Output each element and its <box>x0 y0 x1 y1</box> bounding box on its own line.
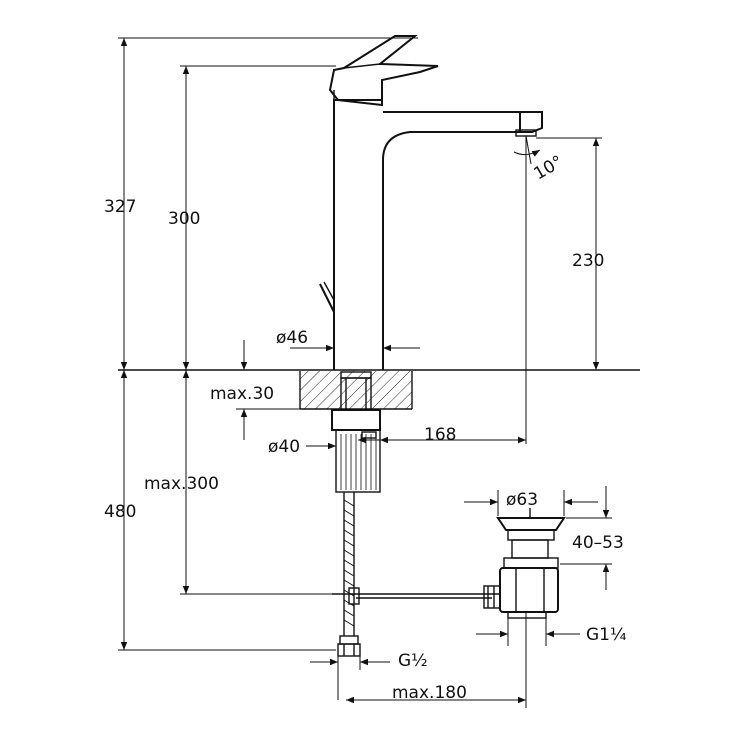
dim-label-168: 168 <box>424 425 456 445</box>
waste-drain <box>496 508 566 619</box>
faucet-body <box>333 90 543 370</box>
dimension-max30 <box>236 340 300 440</box>
dim-label-max30: max.30 <box>210 384 274 404</box>
dim-label-max300: max.300 <box>144 474 219 494</box>
dim-label-d63: ø63 <box>506 490 538 510</box>
dimension-230 <box>536 137 602 370</box>
dim-label-230: 230 <box>572 251 604 271</box>
dim-label-angle: 10° <box>531 152 567 184</box>
dimension-g12 <box>310 656 390 700</box>
dimension-d40 <box>306 436 410 450</box>
deck-surface <box>118 369 640 410</box>
faucet-lever <box>328 35 439 107</box>
dim-label-40-53: 40–53 <box>572 533 624 553</box>
dimension-327 <box>118 37 418 370</box>
dim-label-d46: ø46 <box>276 328 308 348</box>
dim-label-300: 300 <box>168 209 200 229</box>
dimension-d63 <box>464 490 598 516</box>
dimension-300 <box>180 65 336 370</box>
dim-label-d40: ø40 <box>268 437 300 457</box>
dimension-480 <box>118 370 336 651</box>
dim-label-max180: max.180 <box>392 683 467 703</box>
shank <box>331 371 381 493</box>
popup-rod <box>319 281 335 313</box>
linkage-rod <box>332 585 501 609</box>
dimension-168 <box>358 140 527 444</box>
dimension-max300 <box>180 370 332 595</box>
dimension-g114 <box>476 618 580 646</box>
dim-label-480: 480 <box>104 502 136 522</box>
flex-hose <box>337 492 361 657</box>
dimension-max180 <box>346 612 527 708</box>
dim-label-g12: G½ <box>398 651 428 671</box>
dim-label-g114: G1¼ <box>586 625 626 645</box>
dimension-40-53 <box>560 486 612 590</box>
dim-label-327: 327 <box>104 197 136 217</box>
